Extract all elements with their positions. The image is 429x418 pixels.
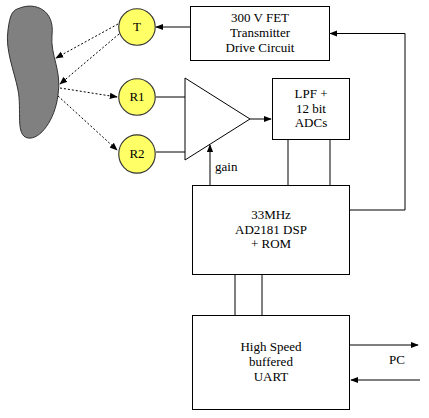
dsp-box: 33MHz AD2181 DSP + ROM bbox=[192, 185, 350, 275]
port-label: PC bbox=[388, 353, 406, 367]
connector bbox=[262, 275, 263, 315]
node-text: 33MHz AD2181 DSP + ROM bbox=[231, 208, 311, 253]
node-text: LPF + 12 bit ADCs bbox=[287, 87, 335, 132]
node-text: High Speed buffered UART bbox=[236, 340, 306, 385]
connector bbox=[330, 140, 331, 185]
adc-box: LPF + 12 bit ADCs bbox=[272, 78, 350, 140]
connector bbox=[156, 27, 190, 28]
node-text: R1 bbox=[129, 90, 144, 105]
node-text: T bbox=[133, 20, 141, 35]
transducer-circle: R2 bbox=[118, 134, 156, 174]
echo-paths bbox=[56, 24, 119, 150]
transducer-circle: T bbox=[118, 8, 156, 46]
circle-shape bbox=[119, 79, 155, 115]
uart-box: High Speed buffered UART bbox=[192, 315, 350, 410]
circle-shape bbox=[119, 135, 155, 173]
node-text: 300 V FET Transmitter Drive Circuit bbox=[220, 11, 300, 56]
transducer-circle: R1 bbox=[118, 78, 156, 116]
connector bbox=[235, 275, 236, 315]
node-text: R2 bbox=[129, 147, 144, 162]
signal-label: gain bbox=[214, 160, 238, 174]
object-blob bbox=[7, 6, 58, 138]
driver-box: 300 V FET Transmitter Drive Circuit bbox=[190, 6, 330, 61]
amplifier-symbol bbox=[185, 78, 250, 160]
connector bbox=[288, 140, 289, 185]
circle-shape bbox=[119, 9, 155, 45]
